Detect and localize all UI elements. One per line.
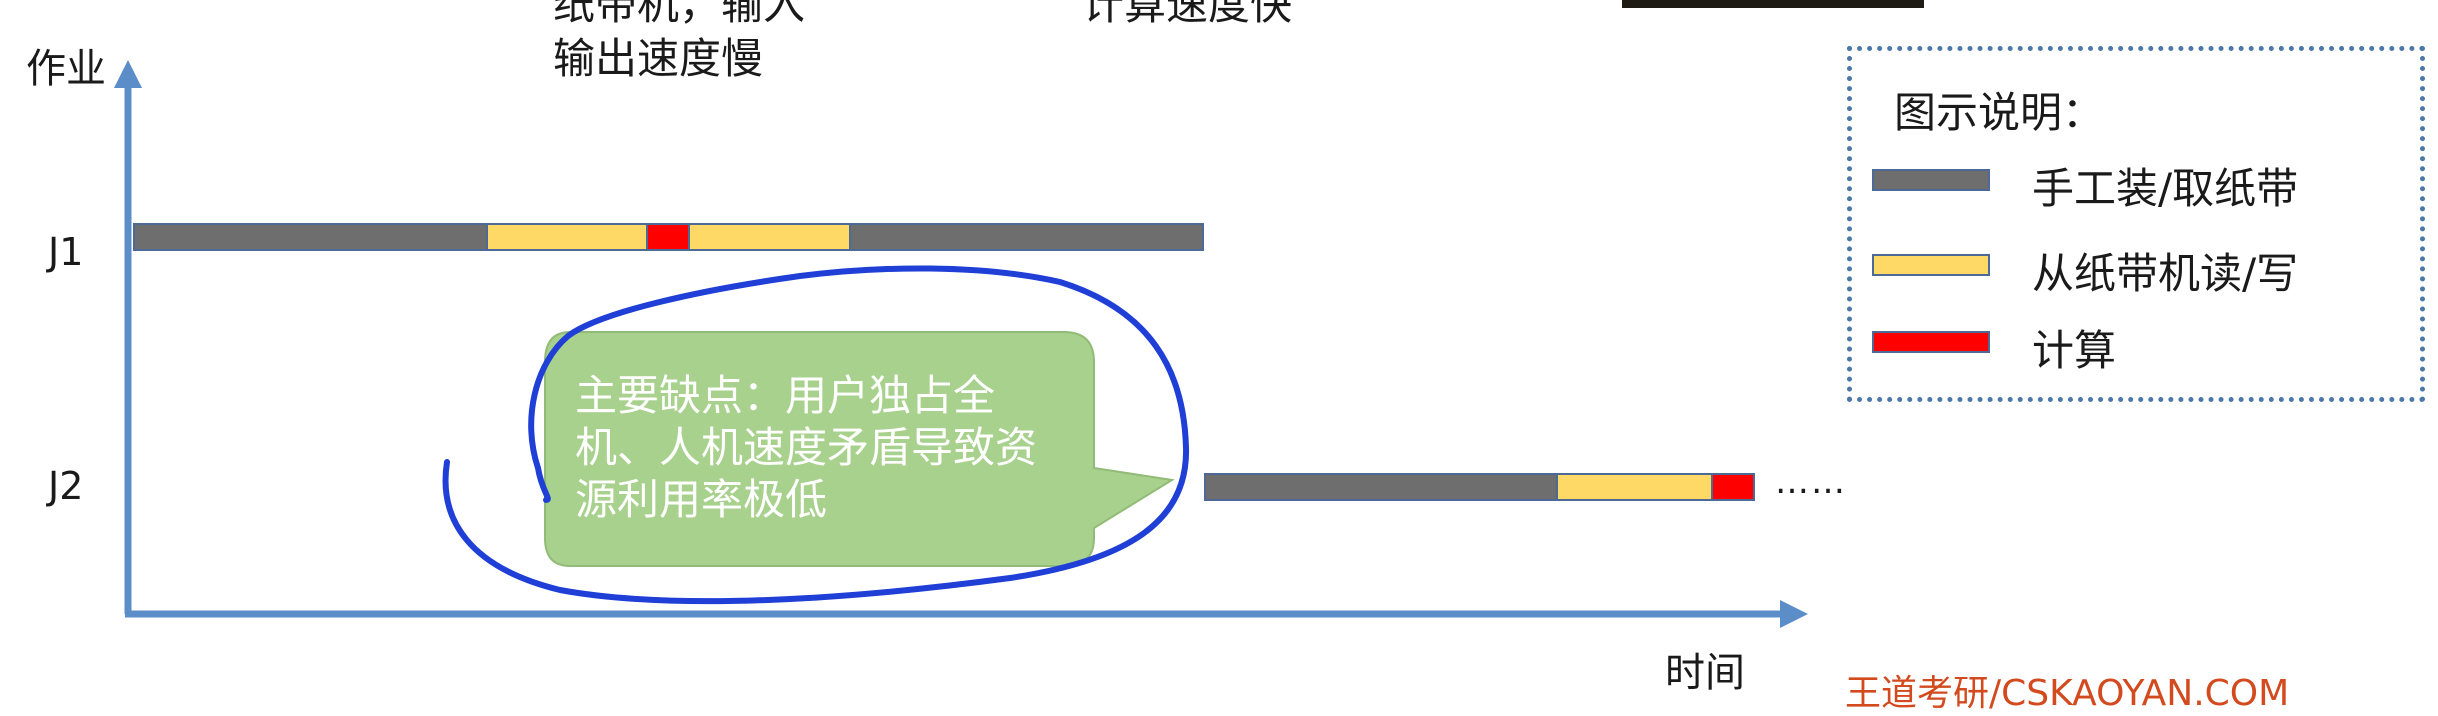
axes (114, 60, 1808, 628)
legend-label-manual: 手工装/取纸带 (2032, 164, 2299, 213)
legend-swatch-tape-io (1872, 254, 1990, 276)
note-tape-slow-line2: 输出速度慢 (553, 34, 764, 83)
hand-drawn-circle-annotation (442, 265, 1190, 605)
j1-segment-manual-unload (849, 223, 1204, 251)
x-axis-arrowhead (1780, 600, 1808, 628)
watermark: 王道考研/CSKAOYAN.COM (1845, 673, 2290, 714)
photo-edge (1622, 0, 1924, 8)
legend-swatch-compute (1872, 331, 1990, 353)
legend-label-tape-io: 从纸带机读/写 (2032, 249, 2299, 298)
y-axis (114, 60, 142, 614)
callout-graphics (442, 265, 1190, 605)
note-tape-slow: 纸带机，输入 输出速度慢 (553, 0, 805, 86)
j2-segment-compute (1711, 473, 1755, 501)
note-tape-slow-line1: 纸带机，输入 (553, 0, 806, 29)
note-compute-fast-line1: 计算速度快 (1082, 0, 1293, 29)
y-axis-label: 作业 (26, 46, 106, 92)
job-label-j2: J2 (48, 464, 84, 508)
j2-continuation: …… (1775, 462, 1847, 502)
x-axis (125, 600, 1808, 628)
j1-segment-tape-read (486, 223, 648, 251)
legend-label-compute: 计算 (2032, 326, 2117, 375)
legend: 图示说明： 手工装/取纸带 从纸带机读/写 计算 (1847, 46, 2425, 402)
j1-segment-tape-write (688, 223, 851, 251)
legend-swatch-manual (1872, 169, 1990, 191)
j2-segment-tape-read (1556, 473, 1713, 501)
job-label-j1: J1 (48, 230, 84, 274)
y-axis-arrowhead (114, 60, 142, 88)
legend-title: 图示说明： (1894, 88, 2105, 137)
note-compute-fast: 计算速度快 (1082, 0, 1292, 32)
callout-text: 主要缺点：用户独占全机、人机速度矛盾导致资源利用率极低 (575, 371, 1038, 524)
